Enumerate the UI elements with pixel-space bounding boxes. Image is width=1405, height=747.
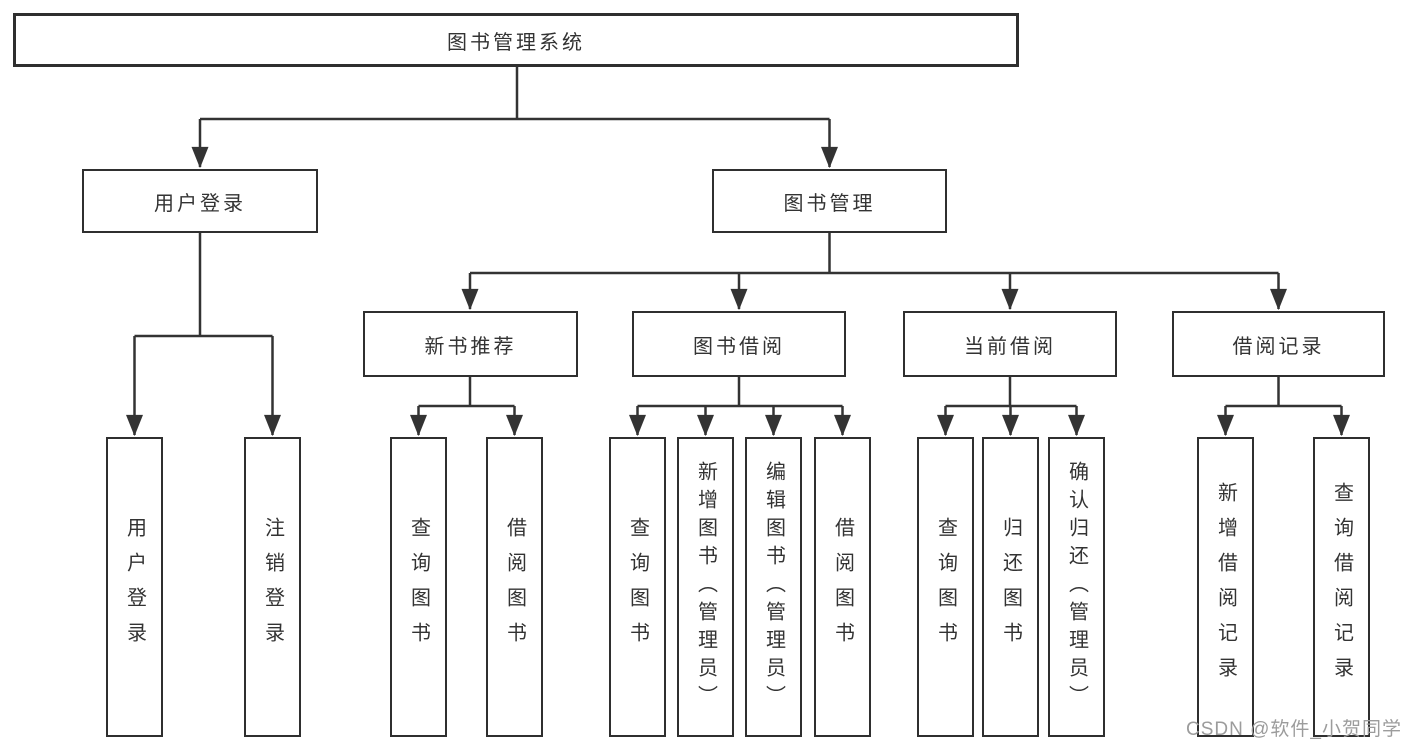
node-label: 确认归还（管理员） (1065, 461, 1088, 713)
node-label: 注销登录 (261, 517, 284, 657)
node-bb-query-books: 查询图书 (609, 437, 666, 737)
node-label: 新增图书（管理员） (694, 461, 717, 713)
node-cb-confirm-return-admin: 确认归还（管理员） (1048, 437, 1105, 737)
node-book-borrow: 图书借阅 (632, 311, 846, 377)
node-label: 借阅图书 (503, 517, 526, 657)
node-label: 图书管理 (783, 192, 876, 215)
node-new-book-recommend: 新书推荐 (363, 311, 578, 377)
node-bb-borrow-books: 借阅图书 (814, 437, 871, 737)
watermark: CSDN @软件_小贺同学 (1186, 719, 1402, 740)
node-cb-query-books: 查询图书 (917, 437, 974, 737)
node-cb-return-books: 归还图书 (982, 437, 1039, 737)
node-label: 借阅记录 (1232, 335, 1325, 358)
node-current-borrow: 当前借阅 (903, 311, 1117, 377)
node-label: 借阅图书 (831, 517, 854, 657)
node-book-management: 图书管理 (712, 169, 947, 233)
node-library-management-system: 图书管理系统 (13, 13, 1019, 67)
node-nbr-borrow-books: 借阅图书 (486, 437, 543, 737)
node-nbr-query-books: 查询图书 (390, 437, 447, 737)
node-label: 当前借阅 (964, 335, 1056, 358)
node-br-query-record: 查询借阅记录 (1313, 437, 1370, 737)
node-label: 编辑图书（管理员） (762, 461, 785, 713)
node-user-login-leaf: 用户登录 (106, 437, 163, 737)
node-label: 用户登录 (123, 517, 146, 657)
node-label: 查询借阅记录 (1330, 482, 1353, 692)
node-br-add-record: 新增借阅记录 (1197, 437, 1254, 737)
node-label: 图书借阅 (693, 335, 785, 358)
node-label: 查询图书 (626, 517, 649, 657)
node-user-login: 用户登录 (82, 169, 318, 233)
node-bb-add-books-admin: 新增图书（管理员） (677, 437, 734, 737)
node-bb-edit-books-admin: 编辑图书（管理员） (745, 437, 802, 737)
node-label: 用户登录 (154, 192, 246, 215)
node-label: 新书推荐 (424, 335, 517, 358)
node-label: 新增借阅记录 (1214, 482, 1237, 692)
node-label: 查询图书 (934, 517, 957, 657)
node-borrow-records: 借阅记录 (1172, 311, 1385, 377)
node-label: 图书管理系统 (447, 31, 585, 54)
node-label: 归还图书 (999, 517, 1022, 657)
node-label: 查询图书 (407, 517, 430, 657)
node-logout-leaf: 注销登录 (244, 437, 301, 737)
